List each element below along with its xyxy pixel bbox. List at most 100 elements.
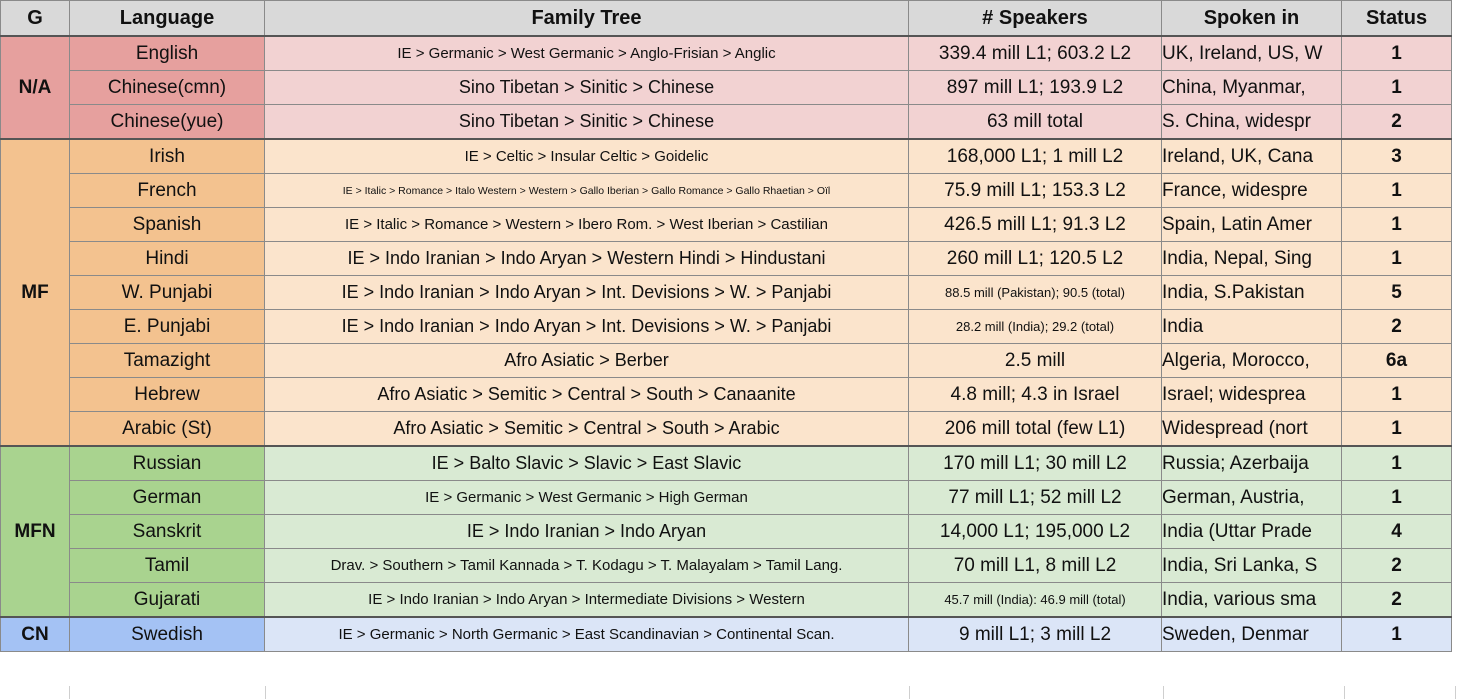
speakers-cell[interactable]: 168,000 L1; 1 mill L2 (908, 138, 1162, 174)
language-cell[interactable]: Sanskrit (69, 514, 265, 549)
language-cell[interactable]: Irish (69, 138, 265, 174)
speakers-cell[interactable]: 339.4 mill L1; 603.2 L2 (908, 35, 1162, 71)
spoken-in-cell[interactable]: Algeria, Morocco, (1161, 343, 1342, 378)
language-cell[interactable]: German (69, 480, 265, 515)
status-cell[interactable]: 1 (1341, 70, 1452, 105)
language-cell[interactable]: Gujarati (69, 582, 265, 618)
language-cell[interactable]: W. Punjabi (69, 275, 265, 310)
family-tree-cell[interactable]: IE > Indo Iranian > Indo Aryan > Int. De… (264, 275, 909, 310)
speakers-cell[interactable]: 88.5 mill (Pakistan); 90.5 (total) (908, 275, 1162, 310)
status-cell[interactable]: 1 (1341, 411, 1452, 447)
language-cell[interactable]: Russian (69, 445, 265, 481)
family-tree-cell[interactable]: IE > Germanic > North Germanic > East Sc… (264, 616, 909, 652)
speakers-cell[interactable]: 260 mill L1; 120.5 L2 (908, 241, 1162, 276)
language-cell[interactable]: Chinese(yue) (69, 104, 265, 140)
language-cell[interactable]: Hebrew (69, 377, 265, 412)
language-cell[interactable]: Tamil (69, 548, 265, 583)
speakers-cell[interactable]: 45.7 mill (India): 46.9 mill (total) (908, 582, 1162, 618)
group-cell-mf[interactable]: MF (0, 138, 70, 447)
family-tree-cell[interactable]: Sino Tibetan > Sinitic > Chinese (264, 104, 909, 140)
spoken-in-cell[interactable]: UK, Ireland, US, W (1161, 35, 1342, 71)
speakers-cell[interactable]: 75.9 mill L1; 153.3 L2 (908, 173, 1162, 208)
family-tree-cell[interactable]: IE > Italic > Romance > Western > Ibero … (264, 207, 909, 242)
family-tree-cell[interactable]: IE > Germanic > West Germanic > High Ger… (264, 480, 909, 515)
speakers-cell[interactable]: 426.5 mill L1; 91.3 L2 (908, 207, 1162, 242)
status-cell[interactable]: 1 (1341, 173, 1452, 208)
header-g[interactable]: G (0, 0, 70, 37)
spoken-in-cell[interactable]: Widespread (nort (1161, 411, 1342, 447)
spoken-in-cell[interactable]: Spain, Latin Amer (1161, 207, 1342, 242)
family-tree-cell[interactable]: Afro Asiatic > Semitic > Central > South… (264, 377, 909, 412)
speakers-cell[interactable]: 897 mill L1; 193.9 L2 (908, 70, 1162, 105)
language-cell[interactable]: Swedish (69, 616, 265, 652)
group-cell-mfn[interactable]: MFN (0, 445, 70, 618)
spoken-in-cell[interactable]: Ireland, UK, Cana (1161, 138, 1342, 174)
language-cell[interactable]: E. Punjabi (69, 309, 265, 344)
family-tree-cell[interactable]: IE > Germanic > West Germanic > Anglo-Fr… (264, 35, 909, 71)
language-cell[interactable]: Arabic (St) (69, 411, 265, 447)
family-tree-cell[interactable]: IE > Indo Iranian > Indo Aryan (264, 514, 909, 549)
family-tree-cell[interactable]: IE > Italic > Romance > Italo Western > … (264, 173, 909, 208)
language-cell[interactable]: Hindi (69, 241, 265, 276)
speakers-cell[interactable]: 63 mill total (908, 104, 1162, 140)
speakers-cell[interactable]: 14,000 L1; 195,000 L2 (908, 514, 1162, 549)
family-tree-cell[interactable]: Afro Asiatic > Semitic > Central > South… (264, 411, 909, 447)
language-cell[interactable]: English (69, 35, 265, 71)
language-cell[interactable]: Spanish (69, 207, 265, 242)
family-tree-cell[interactable]: IE > Indo Iranian > Indo Aryan > Western… (264, 241, 909, 276)
family-tree-cell[interactable]: IE > Celtic > Insular Celtic > Goidelic (264, 138, 909, 174)
header-speakers[interactable]: # Speakers (908, 0, 1162, 37)
speakers-cell[interactable]: 9 mill L1; 3 mill L2 (908, 616, 1162, 652)
status-cell[interactable]: 1 (1341, 445, 1452, 481)
status-cell[interactable]: 3 (1341, 138, 1452, 174)
family-tree-cell[interactable]: IE > Balto Slavic > Slavic > East Slavic (264, 445, 909, 481)
spoken-in-cell[interactable]: India (Uttar Prade (1161, 514, 1342, 549)
status-cell[interactable]: 6a (1341, 343, 1452, 378)
group-cell-na[interactable]: N/A (0, 35, 70, 140)
family-tree-cell[interactable]: IE > Indo Iranian > Indo Aryan > Interme… (264, 582, 909, 618)
spoken-in-cell[interactable]: S. China, widespr (1161, 104, 1342, 140)
family-tree-cell[interactable]: Drav. > Southern > Tamil Kannada > T. Ko… (264, 548, 909, 583)
status-cell[interactable]: 1 (1341, 241, 1452, 276)
speakers-cell[interactable]: 2.5 mill (908, 343, 1162, 378)
spoken-in-cell[interactable]: India, Nepal, Sing (1161, 241, 1342, 276)
group-cell-cn[interactable]: CN (0, 616, 70, 652)
spoken-in-cell[interactable]: Sweden, Denmar (1161, 616, 1342, 652)
status-cell[interactable]: 1 (1341, 35, 1452, 71)
spoken-in-cell[interactable]: India, Sri Lanka, S (1161, 548, 1342, 583)
language-cell[interactable]: Chinese(cmn) (69, 70, 265, 105)
header-family-tree[interactable]: Family Tree (264, 0, 909, 37)
spoken-in-cell[interactable]: India, S.Pakistan (1161, 275, 1342, 310)
spoken-in-cell[interactable]: Israel; widesprea (1161, 377, 1342, 412)
status-cell[interactable]: 2 (1341, 548, 1452, 583)
status-cell[interactable]: 1 (1341, 480, 1452, 515)
status-cell[interactable]: 2 (1341, 104, 1452, 140)
speakers-cell[interactable]: 28.2 mill (India); 29.2 (total) (908, 309, 1162, 344)
family-tree-cell[interactable]: IE > Indo Iranian > Indo Aryan > Int. De… (264, 309, 909, 344)
header-status[interactable]: Status (1341, 0, 1452, 37)
status-cell[interactable]: 1 (1341, 616, 1452, 652)
status-cell[interactable]: 4 (1341, 514, 1452, 549)
speakers-cell[interactable]: 206 mill total (few L1) (908, 411, 1162, 447)
language-cell[interactable]: French (69, 173, 265, 208)
family-tree-cell[interactable]: Afro Asiatic > Berber (264, 343, 909, 378)
spoken-in-cell[interactable]: India (1161, 309, 1342, 344)
status-cell[interactable]: 1 (1341, 377, 1452, 412)
speakers-cell[interactable]: 70 mill L1, 8 mill L2 (908, 548, 1162, 583)
status-cell[interactable]: 1 (1341, 207, 1452, 242)
status-cell[interactable]: 2 (1341, 582, 1452, 618)
header-language[interactable]: Language (69, 0, 265, 37)
header-spoken-in[interactable]: Spoken in (1161, 0, 1342, 37)
spoken-in-cell[interactable]: Russia; Azerbaija (1161, 445, 1342, 481)
speakers-cell[interactable]: 77 mill L1; 52 mill L2 (908, 480, 1162, 515)
status-cell[interactable]: 5 (1341, 275, 1452, 310)
spoken-in-cell[interactable]: China, Myanmar, (1161, 70, 1342, 105)
spoken-in-cell[interactable]: France, widespre (1161, 173, 1342, 208)
status-cell[interactable]: 2 (1341, 309, 1452, 344)
family-tree-cell[interactable]: Sino Tibetan > Sinitic > Chinese (264, 70, 909, 105)
speakers-cell[interactable]: 170 mill L1; 30 mill L2 (908, 445, 1162, 481)
spoken-in-cell[interactable]: India, various sma (1161, 582, 1342, 618)
language-cell[interactable]: Tamazight (69, 343, 265, 378)
speakers-cell[interactable]: 4.8 mill; 4.3 in Israel (908, 377, 1162, 412)
spoken-in-cell[interactable]: German, Austria, (1161, 480, 1342, 515)
